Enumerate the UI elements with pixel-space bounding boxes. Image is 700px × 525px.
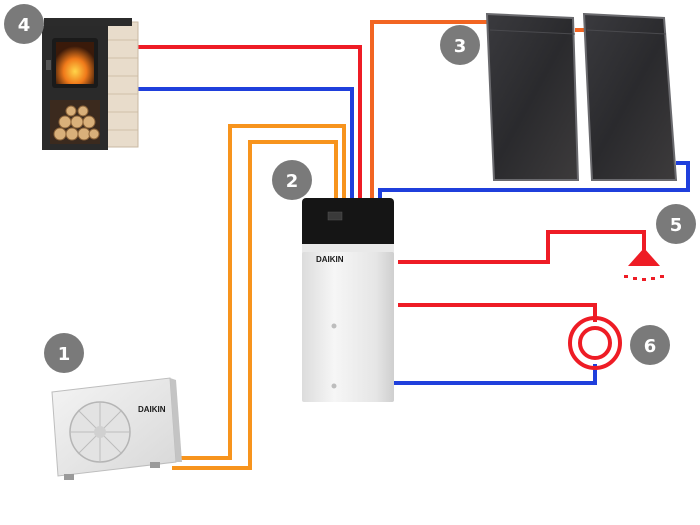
- heating-flow-pipe: [398, 303, 597, 322]
- outdoor-unit: DAIKIN: [51, 377, 182, 480]
- solar-flow-pipe: [370, 20, 490, 200]
- solar-panel-right: [582, 12, 678, 181]
- badge-2: 2: [272, 160, 312, 200]
- svg-text:2: 2: [286, 171, 299, 192]
- solar-return-pipe: [378, 161, 690, 200]
- solar-panels: [485, 12, 678, 181]
- pipes: [136, 20, 690, 470]
- badges: 1 2 3 4 5 6: [4, 4, 696, 373]
- stove-return-pipe: [136, 87, 354, 200]
- badge-6: 6: [630, 325, 670, 365]
- shower-head-icon: [624, 242, 664, 281]
- svg-text:1: 1: [58, 344, 71, 365]
- solar-panel-left: [485, 12, 580, 181]
- badge-1: 1: [44, 333, 84, 373]
- badge-3: 3: [440, 25, 480, 65]
- svg-text:6: 6: [644, 336, 657, 357]
- heat-pump-pipe-inner: [172, 140, 338, 470]
- stove-hot-pipe: [136, 45, 362, 200]
- outdoor-unit-brand: DAIKIN: [138, 405, 166, 414]
- wood-stove: [42, 18, 139, 150]
- underfloor-heating-circuit-icon: [568, 316, 622, 370]
- svg-text:3: 3: [454, 36, 467, 57]
- heat-pump-pipe-outer: [172, 124, 346, 460]
- shower-hot-pipe: [398, 230, 646, 264]
- badge-5: 5: [656, 204, 696, 244]
- svg-text:5: 5: [670, 215, 683, 236]
- badge-4: 4: [4, 4, 44, 44]
- heating-return-pipe: [390, 364, 597, 385]
- indoor-unit: DAIKIN: [302, 198, 394, 402]
- indoor-unit-brand: DAIKIN: [316, 255, 344, 264]
- svg-text:4: 4: [18, 15, 31, 36]
